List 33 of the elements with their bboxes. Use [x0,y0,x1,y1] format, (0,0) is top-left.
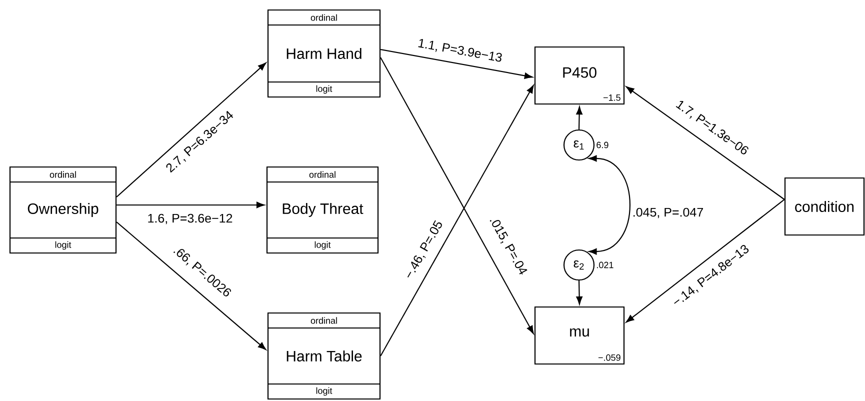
arrow [588,155,631,255]
band-label: ordinal [310,14,337,21]
arrow [380,85,534,356]
arrow [380,48,533,79]
arrow [116,222,266,350]
variance-value: .021 [597,262,614,268]
intercept-value: −1.5 [603,94,620,101]
edge-label: 1.6, P=3.6e−12 [146,212,234,226]
variable-name: P450 [563,67,596,78]
variable-name: condition [795,200,854,212]
band-label: ordinal [310,317,337,324]
variable-name: Harm Table [286,350,362,362]
arrow [116,202,265,208]
arrow [380,57,534,334]
band-label: ordinal [50,171,76,178]
band-label: logit [314,241,331,250]
variable-name: Harm Hand [286,48,362,59]
band-label: logit [55,241,72,250]
arrow [626,86,785,200]
band-label: logit [316,387,332,396]
arrow [576,106,582,130]
arrow [626,199,785,323]
variable-name: Body Threat [282,203,364,217]
variable-name: Ownership [28,203,98,217]
band-label: logit [316,85,332,94]
edge-label: .045, P=.047 [631,206,705,220]
band-label: ordinal [309,171,336,178]
variable-name: mu [570,328,589,337]
intercept-value: −.059 [598,354,620,361]
variance-value: 6.9 [596,142,608,148]
edge-label: 1.1, P=3.9e−13 [416,37,504,65]
arrow [116,62,266,198]
arrow [576,280,582,305]
